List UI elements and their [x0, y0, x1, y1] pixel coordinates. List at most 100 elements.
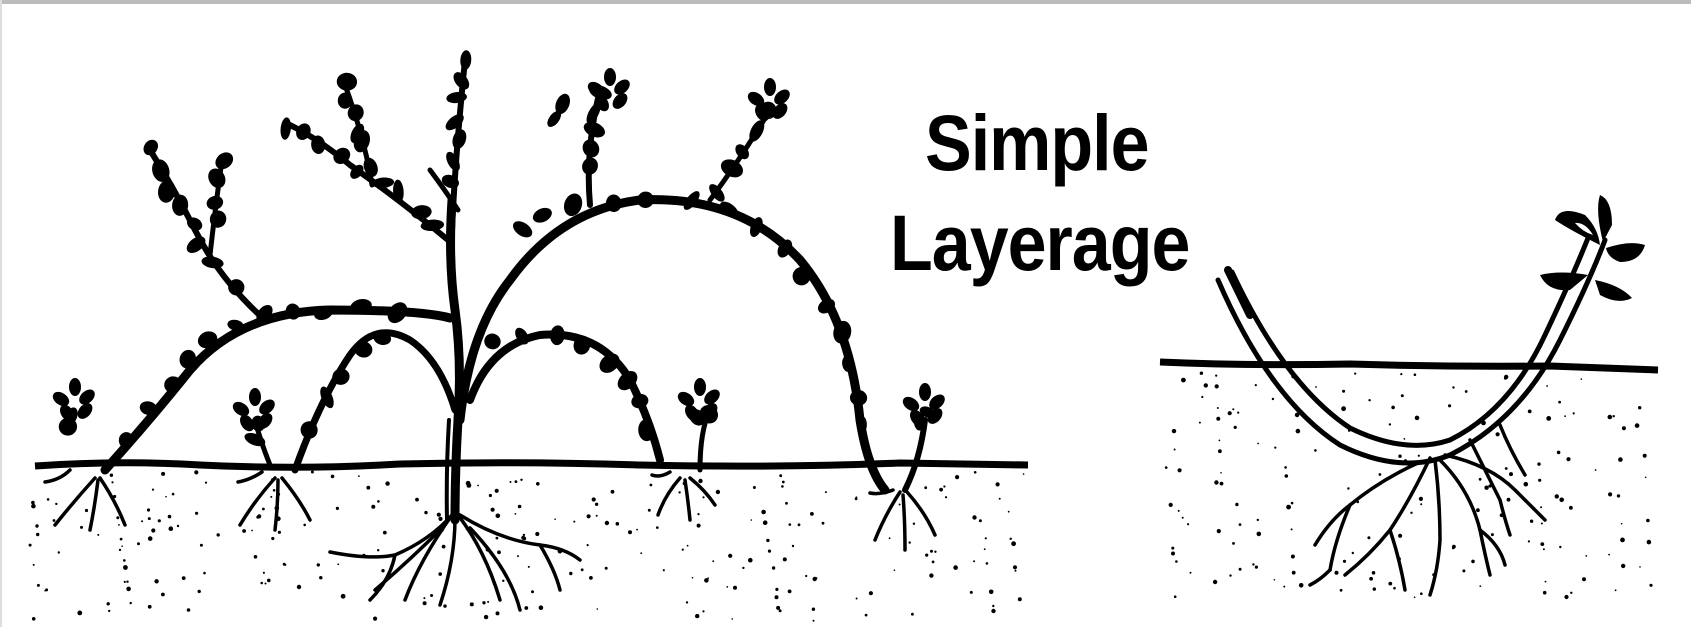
soil-speckle — [57, 551, 60, 554]
soil-speckle — [123, 559, 126, 562]
soil-speckle — [147, 604, 152, 609]
soil-speckle — [934, 550, 937, 553]
soil-speckle — [992, 604, 995, 608]
soil-speckle — [77, 610, 83, 616]
shoot-left-small-arch — [291, 329, 459, 474]
soil-speckle — [1347, 487, 1350, 490]
soil-speckle — [893, 569, 896, 571]
soil-speckle — [695, 613, 700, 619]
leaf — [179, 349, 197, 369]
soil-speckle — [422, 601, 427, 606]
soil-speckle — [303, 523, 307, 527]
soil-speckle — [55, 502, 58, 506]
soil-speckle — [1413, 596, 1416, 598]
soil-speckle — [109, 473, 114, 477]
soil-speckle — [1168, 502, 1173, 507]
soil-speckle — [1290, 554, 1295, 559]
soil-speckle — [1585, 555, 1588, 557]
soil-speckle — [594, 502, 599, 506]
soil-speckle — [1238, 523, 1242, 526]
soil-speckle — [1017, 597, 1022, 602]
soil-speckle — [423, 597, 426, 600]
soil-speckle — [1216, 416, 1221, 421]
soil-speckle — [108, 609, 111, 613]
soil-speckle — [151, 528, 156, 533]
leaf — [227, 319, 244, 331]
soil-speckle — [1342, 389, 1346, 393]
soil-speckle — [1342, 559, 1347, 563]
leaf — [631, 393, 649, 409]
leaf — [387, 302, 408, 324]
soil-speckle — [271, 536, 275, 541]
soil-speckle — [775, 587, 779, 592]
soil-speckle — [137, 542, 140, 546]
soil-speckle — [203, 571, 206, 575]
leaf — [484, 333, 501, 350]
soil-speckle — [1232, 542, 1235, 545]
soil-speckle — [310, 470, 314, 474]
soil-speckle — [1273, 579, 1276, 581]
soil-speckle — [761, 509, 766, 515]
soil-speckle — [787, 589, 792, 594]
leaf — [817, 298, 836, 314]
soil-speckle — [1369, 576, 1373, 581]
soil-speckle — [267, 578, 271, 583]
roots-layer-1 — [43, 468, 127, 532]
diagram-title-line-2: Layerage — [890, 199, 1190, 287]
soil-speckle — [1283, 585, 1286, 588]
leaf — [677, 391, 695, 407]
soil-speckle — [1341, 406, 1346, 412]
leaf — [555, 93, 570, 115]
soil-speckle — [483, 614, 489, 620]
soil-speckle — [1559, 545, 1562, 549]
soil-speckle — [495, 536, 499, 540]
leaf — [158, 179, 176, 203]
soil-speckle — [1187, 523, 1190, 526]
leaf — [573, 335, 591, 355]
soil-speckle — [985, 562, 989, 565]
leaf — [280, 117, 291, 140]
leaf — [849, 390, 868, 406]
soil-speckle — [595, 514, 598, 517]
soil-speckle — [762, 520, 768, 525]
soil-speckle — [647, 508, 651, 512]
leaf — [206, 195, 224, 210]
soil-speckle — [1509, 472, 1513, 477]
soil-speckle — [242, 529, 247, 533]
leaf — [69, 378, 81, 396]
soil-speckle — [381, 569, 385, 573]
leaf — [702, 403, 718, 419]
soil-speckle — [514, 513, 517, 515]
leaf — [910, 409, 924, 427]
leaf — [197, 331, 218, 349]
soil-speckle — [161, 592, 165, 597]
leaf — [445, 114, 464, 131]
soil-speckle — [1256, 518, 1260, 522]
soil-speckle — [31, 500, 35, 505]
soil-speckle — [123, 580, 126, 584]
soil-speckle — [31, 617, 36, 621]
soil-speckle — [1537, 462, 1541, 466]
shoot-right-small-arch — [466, 330, 664, 464]
soil-speckle — [698, 478, 703, 484]
soil-speckle — [715, 489, 721, 495]
soil-speckle — [1506, 497, 1511, 502]
soil-speckle — [256, 515, 260, 519]
soil-speckle — [1417, 454, 1420, 457]
soil-speckle — [855, 597, 858, 600]
soil-speckle — [436, 512, 441, 517]
soil-speckle — [465, 480, 471, 486]
soil-speckle — [731, 618, 733, 620]
leaf — [215, 152, 234, 170]
soil-speckle — [1608, 553, 1610, 556]
soil-speckle — [1403, 438, 1406, 440]
soil-speckle — [1476, 508, 1480, 513]
soil-speckle — [1420, 592, 1423, 595]
shoot-right-big-arch — [455, 195, 890, 495]
soil-speckle — [691, 576, 694, 579]
soil-speckle — [649, 483, 653, 487]
leaf — [347, 104, 364, 122]
soil-speckle — [497, 550, 501, 555]
soil-speckle — [1291, 570, 1296, 575]
soil-speckle — [373, 616, 378, 621]
